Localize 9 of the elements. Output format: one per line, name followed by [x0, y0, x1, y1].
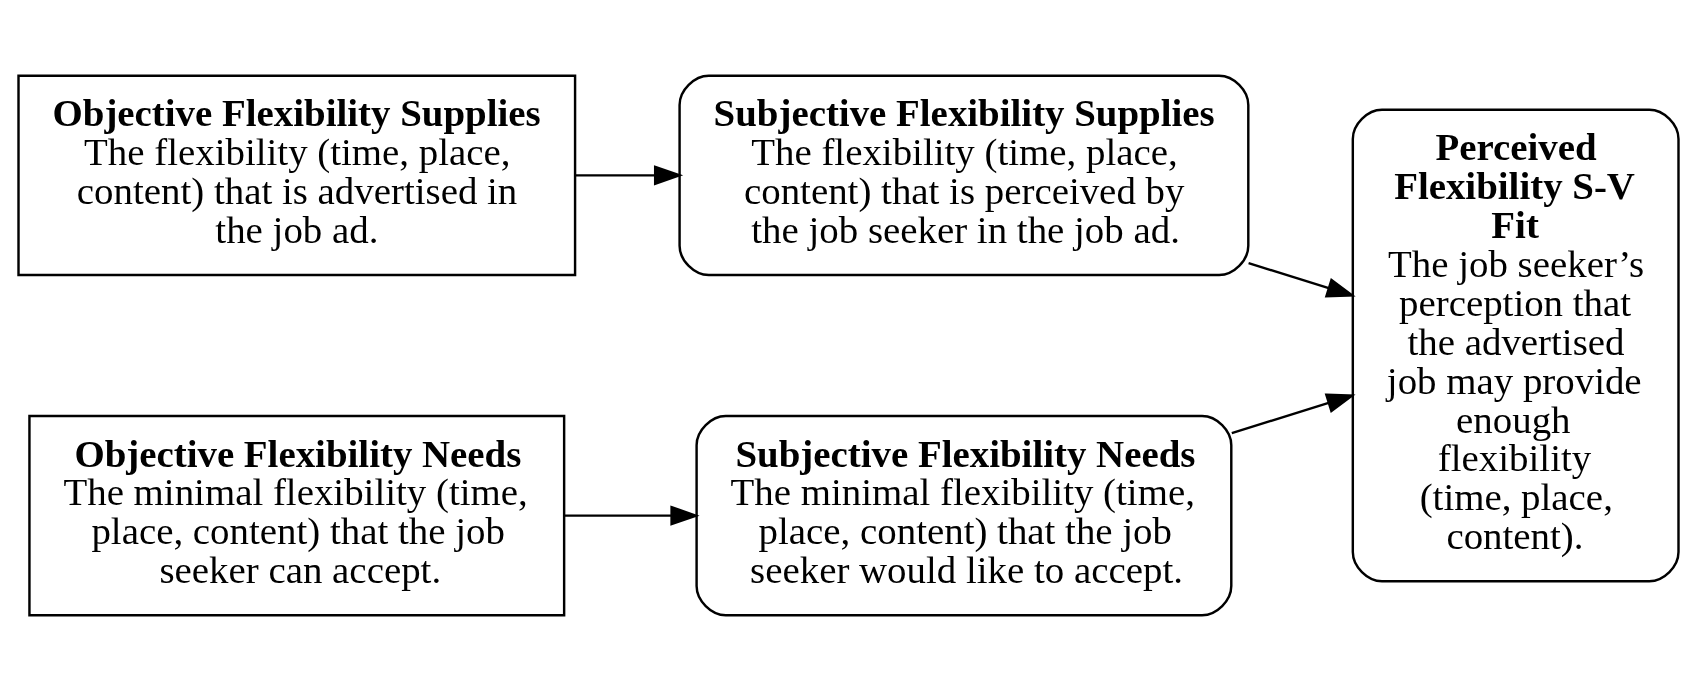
- node-box: Subjective Flexibility Needs The minimal flexibility (time, place, content) that the job seeker would like to accept.: [695, 414, 1233, 617]
- arrow: [1248, 262, 1356, 298]
- node-box: Perceived Flexibility S-V Fit The job seeker’s perception that the advertised job may provide enough flexibility (time, place, content).: [1351, 108, 1680, 583]
- arrow: [1231, 393, 1356, 435]
- node-box: Subjective Flexibility Supplies The flexibility (time, place, content) that is perceived by the job seeker in the job ad.: [678, 74, 1250, 277]
- node-box: Objective Flexibility Supplies The flexibility (time, place, content) that is advertised in the job ad.: [17, 74, 577, 277]
- arrow: [575, 165, 684, 186]
- node-box: Objective Flexibility Needs The minimal flexibility (time, place, content) that the job seeker can accept.: [28, 414, 566, 617]
- arrow: [564, 505, 700, 526]
